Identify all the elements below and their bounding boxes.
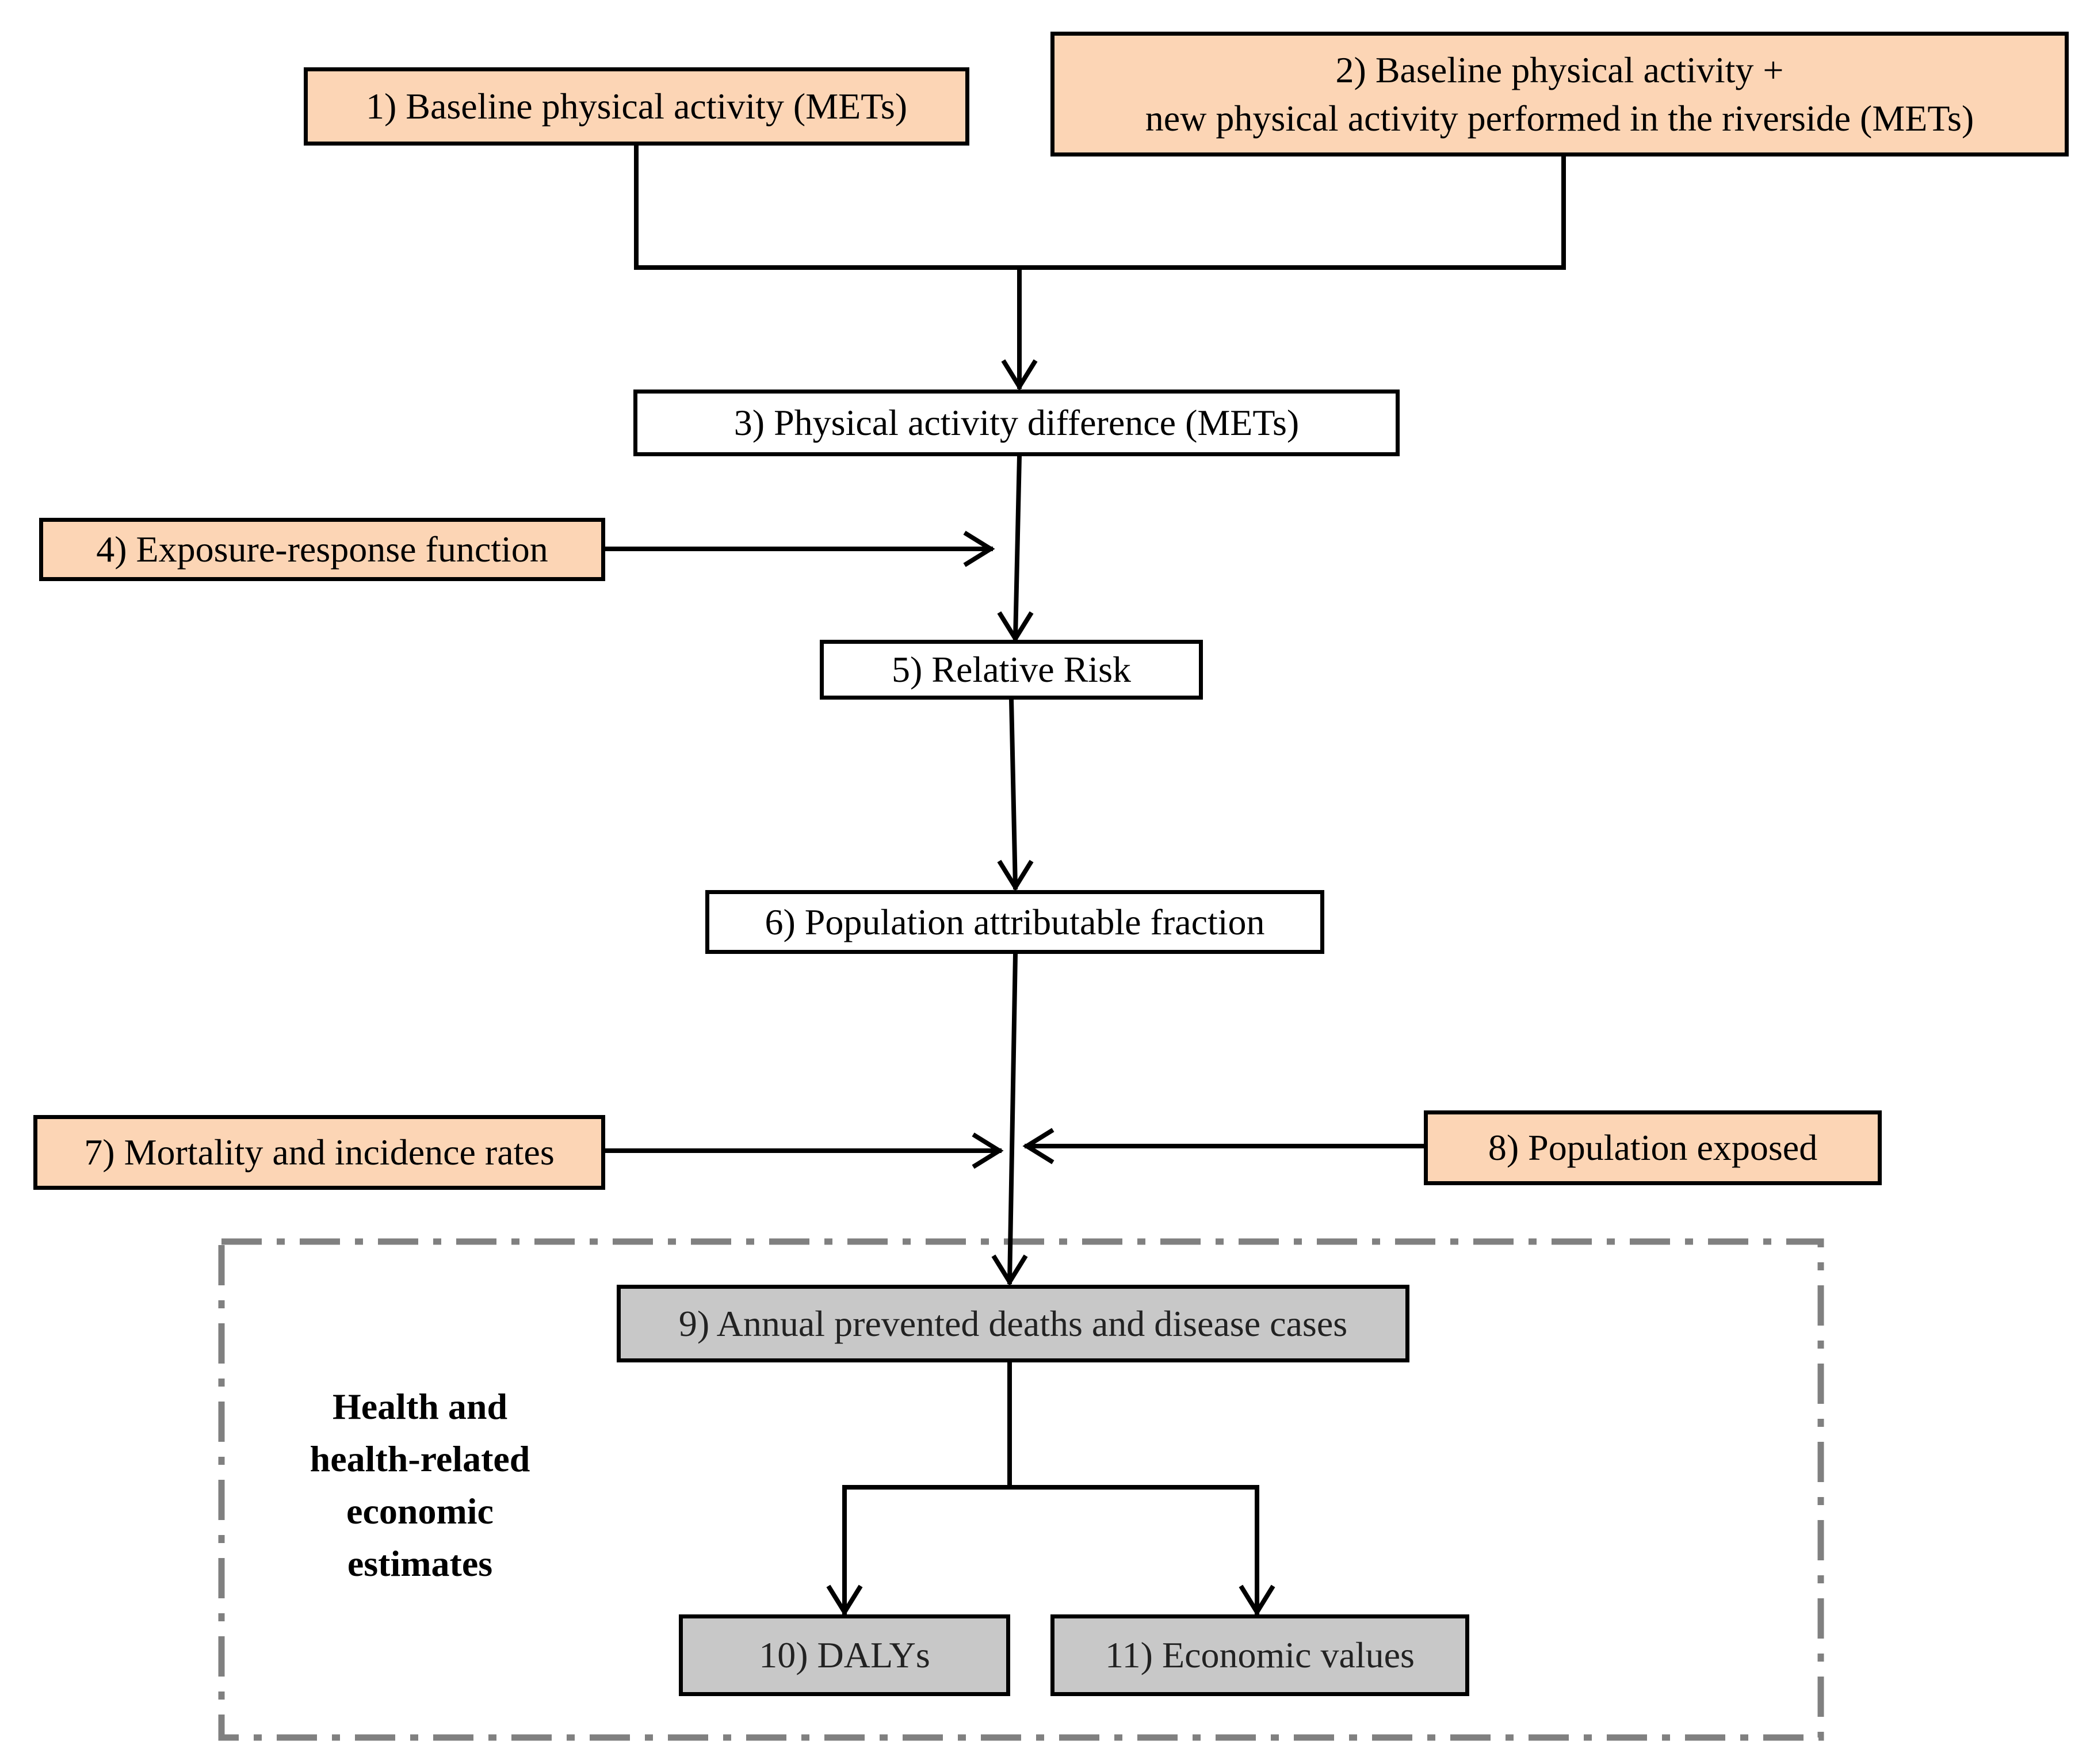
node-8-line-1: 8) Population exposed [1488, 1127, 1818, 1169]
node-baseline-plus-new-activity: 2) Baseline physical activity + new phys… [1050, 32, 2069, 156]
node-prevented-deaths-cases: 9) Annual prevented deaths and disease c… [617, 1285, 1409, 1362]
arrowhead-to-5 [997, 611, 1034, 643]
node-2-line-2: new physical activity performed in the r… [1145, 97, 1974, 139]
estimates-group-label: Health and health-related economic estim… [230, 1381, 610, 1590]
node-population-attributable-fraction: 6) Population attributable fraction [705, 890, 1324, 954]
connector-3-to-5 [1012, 453, 1022, 642]
estimates-group-border [218, 1238, 1824, 1741]
node-2-line-1: 2) Baseline physical activity + [1335, 49, 1784, 91]
group-label-line-2: health-related [310, 1438, 530, 1479]
node-relative-risk: 5) Relative Risk [820, 640, 1203, 700]
node-9-line-1: 9) Annual prevented deaths and disease c… [678, 1303, 1348, 1344]
arrowhead-to-6 [997, 860, 1034, 892]
connector-6-to-9 [1007, 951, 1018, 1285]
arrowhead-4-in [963, 530, 995, 567]
node-mortality-incidence-rates: 7) Mortality and incidence rates [33, 1115, 605, 1190]
group-label-line-4: estimates [347, 1542, 493, 1584]
node-economic-values: 11) Economic values [1050, 1614, 1469, 1696]
node-dalys: 10) DALYs [679, 1614, 1010, 1696]
arrowhead-to-9 [991, 1254, 1028, 1286]
node-population-exposed: 8) Population exposed [1424, 1110, 1882, 1185]
group-label-line-1: Health and [332, 1386, 508, 1427]
connector-1-merge [634, 143, 1022, 270]
node-exposure-response-function: 4) Exposure-response function [39, 518, 605, 581]
node-10-line-1: 10) DALYs [759, 1635, 930, 1676]
connector-2-merge [1017, 154, 1566, 270]
arrowhead-7-in [972, 1132, 1004, 1169]
arrowhead-to-3 [1001, 359, 1038, 391]
arrowhead-to-11 [1239, 1584, 1275, 1617]
group-label-line-3: economic [346, 1490, 494, 1532]
node-1-line-1: 1) Baseline physical activity (METs) [365, 86, 908, 127]
arrowhead-to-10 [826, 1584, 863, 1617]
node-6-line-1: 6) Population attributable fraction [765, 901, 1265, 942]
connector-5-to-6 [1008, 697, 1018, 890]
arrowhead-8-in [1022, 1128, 1054, 1164]
connector-split [842, 1485, 1259, 1614]
node-11-line-1: 11) Economic values [1105, 1635, 1415, 1676]
node-5-line-1: 5) Relative Risk [892, 649, 1131, 690]
node-7-line-1: 7) Mortality and incidence rates [84, 1132, 555, 1173]
node-baseline-activity: 1) Baseline physical activity (METs) [304, 67, 969, 146]
node-4-line-1: 4) Exposure-response function [96, 529, 548, 570]
node-activity-difference: 3) Physical activity difference (METs) [633, 390, 1400, 456]
node-3-line-1: 3) Physical activity difference (METs) [733, 402, 1300, 444]
